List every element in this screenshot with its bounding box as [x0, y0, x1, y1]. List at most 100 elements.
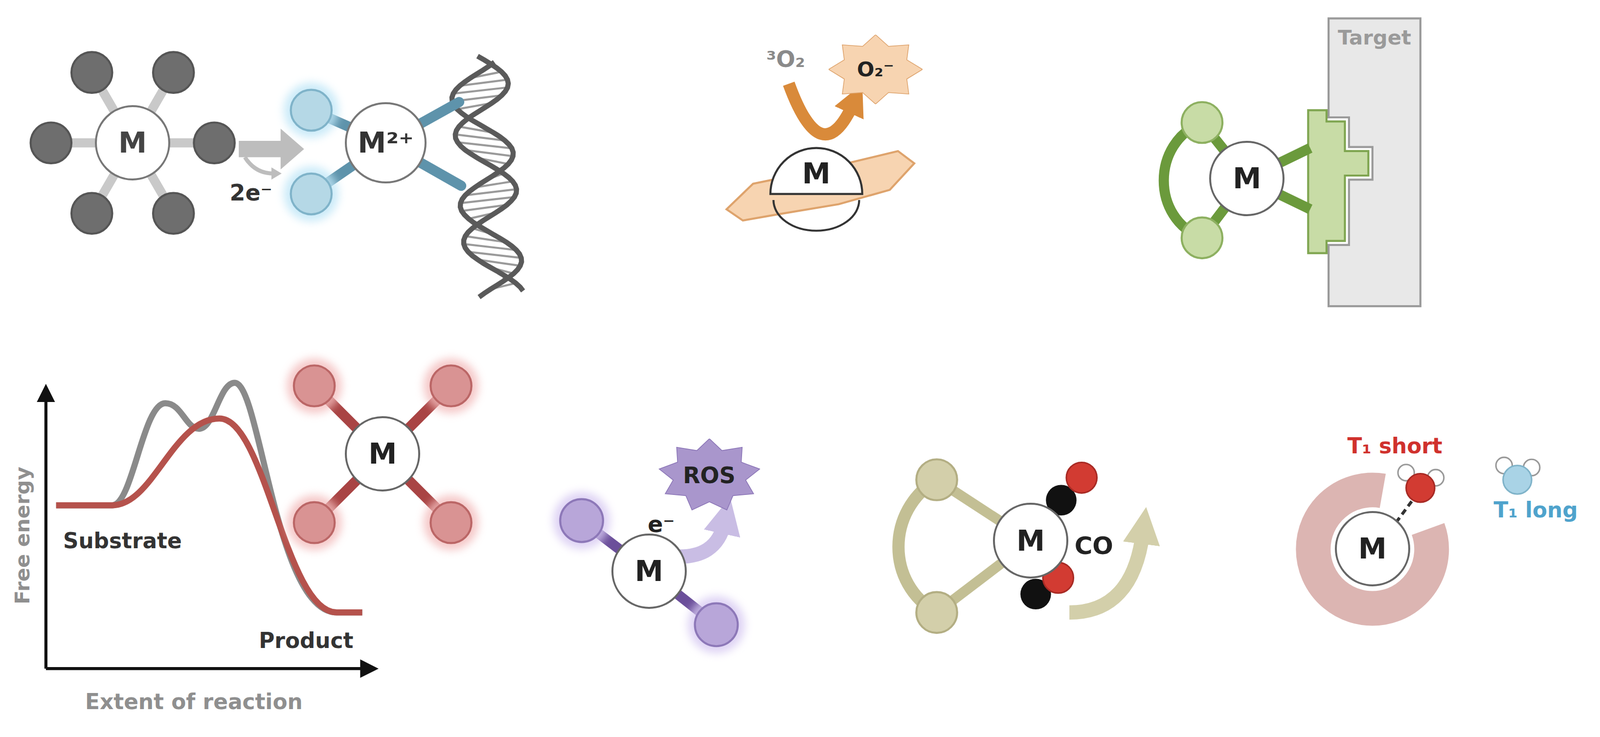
targeted-complex-part	[1201, 122, 1310, 238]
target-label-box: Target	[1328, 21, 1421, 54]
dna-complex-part-part	[291, 173, 332, 215]
square-planar-complex-part	[293, 365, 472, 543]
energy-diagram	[45, 383, 370, 669]
annotation-label: T₁ short	[1347, 434, 1443, 458]
node-text: Target	[1337, 26, 1412, 49]
annotation-label: Extent of reaction	[85, 690, 303, 714]
square-planar-complex	[286, 358, 479, 551]
metal-center: M	[992, 502, 1069, 579]
co-releasing-complex-part-part	[916, 459, 957, 500]
node-text: M	[1016, 525, 1045, 557]
surface-complex	[726, 83, 915, 231]
surface-complex-part	[770, 148, 863, 195]
metal-center: M	[1209, 140, 1285, 217]
octahedral-complex-part	[30, 51, 235, 234]
dna-helix	[451, 56, 523, 298]
annotation-label: Product	[258, 629, 354, 653]
redox-complex-part	[553, 492, 745, 654]
square-planar-complex-part-part	[430, 365, 472, 406]
square-planar-complex-part-part	[286, 358, 342, 414]
mri-contrast-agent-part	[1396, 499, 1414, 523]
octahedral-complex-part-part	[71, 192, 113, 234]
dna-complex-part	[291, 90, 332, 215]
targeted-complex-part-part	[1181, 217, 1223, 259]
energy-diagram-part	[56, 383, 363, 613]
square-planar-complex-part	[314, 385, 452, 523]
mri-contrast-agent-part	[1313, 490, 1432, 609]
square-planar-complex-part-part	[430, 502, 472, 543]
energy-diagram-part	[44, 393, 48, 670]
surface-complex-part	[773, 200, 859, 231]
metal-center: M	[94, 105, 171, 181]
mri-contrast-agent	[1313, 457, 1540, 609]
dna-helix-part	[453, 87, 508, 94]
mri-contrast-agent-part	[1503, 465, 1532, 495]
reduction-arrow	[238, 128, 305, 180]
metal-center: M²⁺	[344, 102, 427, 184]
dna-complex-part	[283, 82, 339, 222]
redox-complex-part-part	[560, 499, 604, 543]
annotation-label: T₁ long	[1493, 498, 1578, 522]
reduction-arrow-part	[271, 167, 282, 180]
node-text: M	[118, 127, 147, 159]
annotation-label: Free energy	[11, 466, 34, 605]
target-block-part	[1307, 110, 1369, 253]
node-text: M	[802, 157, 831, 190]
octahedral-complex-part-part	[71, 51, 113, 93]
square-planar-complex-part	[286, 358, 479, 551]
square-planar-complex-part-part	[423, 495, 479, 551]
metal-center: M	[611, 533, 687, 609]
node-text: M	[1358, 533, 1387, 565]
node-text: M²⁺	[357, 127, 414, 159]
star-node: ROS	[658, 438, 761, 513]
co-releasing-complex-part	[1066, 462, 1098, 494]
co-releasing-complex-part	[916, 459, 957, 633]
dna-complex-part-part	[291, 90, 332, 131]
metal-center: M	[1334, 511, 1411, 587]
star-outline	[828, 34, 923, 105]
node-text: M	[1232, 162, 1262, 195]
co-releasing-complex-part-part	[916, 592, 957, 633]
annotation-label: ³O₂	[766, 46, 806, 72]
annotation-label: e⁻	[647, 512, 675, 537]
octahedral-complex-part-part	[153, 51, 194, 93]
node-text: M	[368, 438, 397, 470]
octahedral-complex-part-part	[193, 122, 235, 163]
metal-center: M	[780, 154, 853, 193]
annotation-label: Substrate	[63, 529, 182, 553]
targeted-complex	[1163, 102, 1310, 259]
octahedral-complex-part-part	[30, 122, 72, 163]
dna-helix-part	[455, 56, 524, 292]
targeted-complex-part-part	[1181, 102, 1223, 143]
annotation-label: 2e⁻	[229, 180, 273, 205]
node-text: O₂⁻	[856, 58, 895, 81]
dna-complex-part-part	[283, 166, 339, 222]
redox-complex-part-part	[687, 596, 745, 654]
node-text: M	[634, 555, 664, 587]
redox-complex-part	[560, 499, 738, 647]
dna-complex-part-part	[283, 82, 339, 138]
dna-complex	[283, 56, 523, 298]
node-text: ROS	[682, 463, 736, 488]
annotation-label: CO	[1074, 532, 1114, 560]
redox-complex	[553, 492, 745, 654]
redox-complex-part-part	[695, 603, 739, 647]
dna-helix-part	[451, 62, 522, 297]
star-node: O₂⁻	[828, 34, 923, 105]
star-outline	[658, 438, 760, 511]
octahedral-complex	[30, 51, 235, 234]
square-planar-complex-part-part	[286, 495, 342, 551]
mri-contrast-agent-part	[1406, 473, 1435, 502]
target-block	[1307, 18, 1420, 307]
surface-complex-part	[726, 151, 915, 221]
square-planar-complex-part-part	[293, 502, 335, 543]
redox-complex-part-part	[553, 492, 611, 550]
energy-diagram-part	[56, 418, 363, 613]
metal-center: M	[344, 416, 421, 492]
octahedral-complex-part-part	[153, 192, 194, 234]
octahedral-complex-part	[50, 72, 215, 214]
square-planar-complex-part-part	[293, 365, 335, 406]
co-releasing-complex	[898, 459, 1144, 633]
